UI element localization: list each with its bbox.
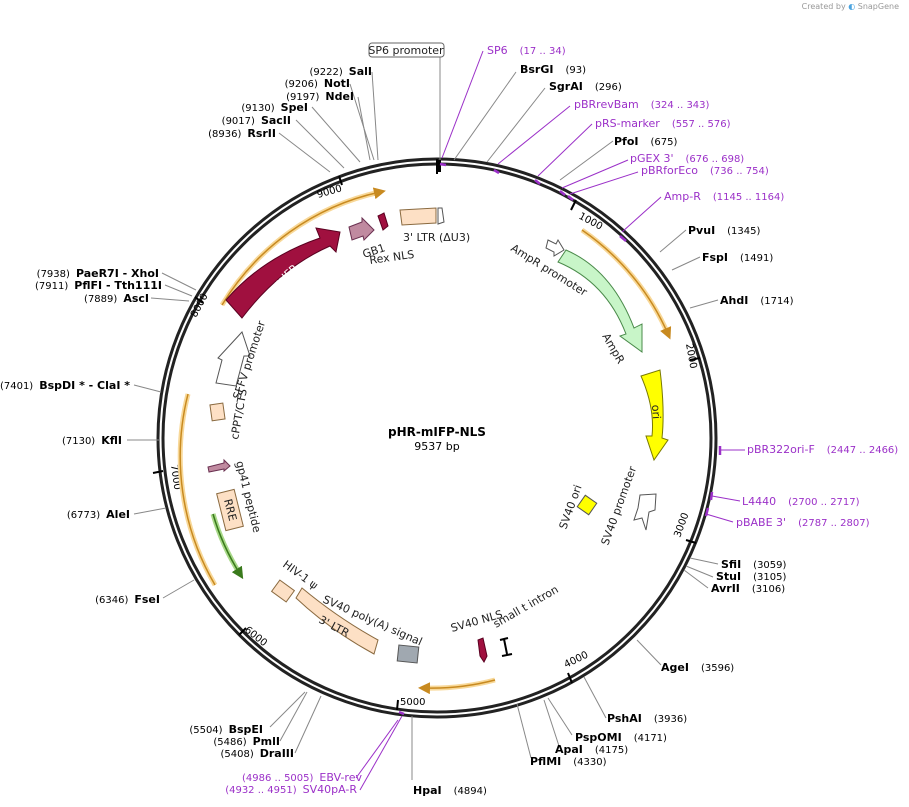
rre-label: RRE: [221, 498, 239, 523]
sffv-promoter-arrow: [215, 331, 251, 387]
sv40-polya-box: [396, 644, 420, 664]
site-sgrai: SgrAI(296): [549, 80, 622, 93]
site-fspi: FspI(1491): [702, 251, 773, 264]
site-pfoi: PfoI(675): [614, 135, 677, 148]
credit-brand: SnapGene: [857, 2, 899, 11]
sv40-promoter-right-label: SV40 promoter: [599, 464, 640, 547]
created-by-credit: Created by ◐ SnapGene: [802, 2, 899, 11]
small-t-label: small t intron: [491, 583, 561, 631]
site-avrii: AvrII(3106): [711, 582, 785, 595]
small-t-intron-mark: [499, 637, 513, 657]
ori-label: ori: [649, 404, 663, 419]
primer-prs-marker: pRS-marker(557 .. 576): [595, 117, 731, 130]
tick-1000: 1000: [577, 211, 605, 233]
site-pmli: (5486)PmlI: [213, 735, 280, 748]
site-pflfi-tth111i: (7911)PflFI - Tth111I: [35, 279, 162, 292]
credit-prefix: Created by: [801, 2, 846, 11]
rex-nls-label: Rex NLS: [369, 248, 415, 267]
site-noti: (9206)NotI: [285, 77, 350, 90]
gp41-arrow: [207, 458, 231, 473]
ltr3-du3-label: 3' LTR (ΔU3): [403, 231, 470, 244]
site-apai: ApaI(4175): [555, 743, 628, 756]
site-alei: (6773)AleI: [67, 508, 130, 521]
plasmid-name: pHR-mIFP-NLS: [388, 425, 486, 439]
site-pspomi: PspOMI(4171): [575, 731, 667, 744]
primer-pbrrevbam: pBRrevBam(324 .. 343): [574, 98, 710, 111]
rre-box: [216, 488, 244, 532]
site-ahdi: AhdI(1714): [720, 294, 794, 307]
site-pvui: PvuI(1345): [688, 224, 761, 237]
sp6-promoter-callout-box: [368, 42, 445, 58]
orf-arc-bottom-line: [418, 679, 496, 695]
ltr3-box: [295, 587, 379, 655]
gb1-arrow: [348, 216, 375, 241]
sv40-nls-arrow: [477, 637, 488, 663]
rex-nls-arrow: [377, 212, 389, 231]
primer-l4440: L4440(2700 .. 2717): [742, 495, 860, 508]
site-pflmi: PflMI(4330): [530, 755, 607, 768]
site-sfii: SfiI(3059): [721, 558, 787, 571]
site-agei: AgeI(3596): [661, 661, 734, 674]
site-sacii: (9017)SacII: [222, 114, 291, 127]
site-bspdi-clai: (7401)BspDI * - ClaI *: [0, 379, 130, 392]
site-bsrgi: BsrGI(93): [520, 63, 586, 76]
ltr3-du3-box: [399, 207, 437, 226]
site-sali: (9222)SalI: [310, 65, 372, 78]
site-rsrii: (8936)RsrII: [208, 127, 276, 140]
site-fsei: (6346)FseI: [95, 593, 160, 606]
tick-5000: 5000: [400, 697, 425, 708]
sv40-ori-box: [576, 494, 598, 516]
cppt-cts-box: [209, 402, 226, 422]
site-spei: (9130)SpeI: [241, 101, 308, 114]
orf-arc-left-line: [179, 393, 216, 586]
site-stui: StuI(3105): [716, 570, 786, 583]
ampr-arrow: [557, 249, 643, 353]
rre-arc-line: [212, 513, 244, 580]
hiv-psi-box: [270, 579, 296, 603]
primer-pbrforeco: pBRforEco(736 .. 754): [641, 164, 769, 177]
orf-arc-top-left-line: [221, 187, 386, 306]
site-paer7i-xhoi: (7938)PaeR7I - XhoI: [37, 267, 159, 280]
tick-2000: 2000: [683, 343, 698, 370]
plasmid-length: 9537 bp: [414, 440, 459, 453]
mifp-arrow: [225, 227, 341, 319]
site-asci: (7889)AscI: [84, 292, 149, 305]
ampr-promoter-arrow: [545, 238, 565, 257]
site-draiii: (5408)DraIII: [220, 747, 294, 760]
primer-pgex3: pGEX 3'(676 .. 698): [630, 152, 744, 165]
tick-3000: 3000: [672, 511, 691, 539]
primer-sp6: SP6(17 .. 34): [487, 44, 566, 57]
sp6-small-arrow: [437, 207, 445, 225]
sp6-promoter-label: SP6 promoter: [368, 44, 444, 57]
primer-markers: [398, 162, 722, 716]
primer-sv40pa-r: (4932 .. 4951)SV40pA-R: [225, 783, 357, 796]
snapgene-logo-icon: ◐: [848, 2, 856, 11]
ori-arrow: [640, 369, 669, 462]
sv40-promoter-arrow: [633, 493, 657, 531]
primer-pbr322ori-f: pBR322ori-F(2447 .. 2466): [747, 443, 898, 456]
site-kfli: (7130)KflI: [62, 434, 122, 447]
site-pshai: PshAI(3936): [607, 712, 687, 725]
primer-leaders: [355, 50, 745, 791]
site-leaders: [127, 71, 719, 780]
primer-amp-r: Amp-R(1145 .. 1164): [664, 190, 784, 203]
primer-pbabe3: pBABE 3'(2787 .. 2807): [736, 516, 870, 529]
site-hpai: HpaI(4894): [413, 784, 487, 797]
site-bspei: (5504)BspEI: [189, 723, 263, 736]
tick-6000: 6000: [242, 625, 269, 649]
orf-arc-right-line: [581, 229, 672, 340]
sp6-promoter-marker: [436, 160, 441, 172]
primer-ebv-rev: (4986 .. 5005)EBV-rev: [242, 771, 362, 784]
site-ndei: (9197)NdeI: [286, 90, 354, 103]
